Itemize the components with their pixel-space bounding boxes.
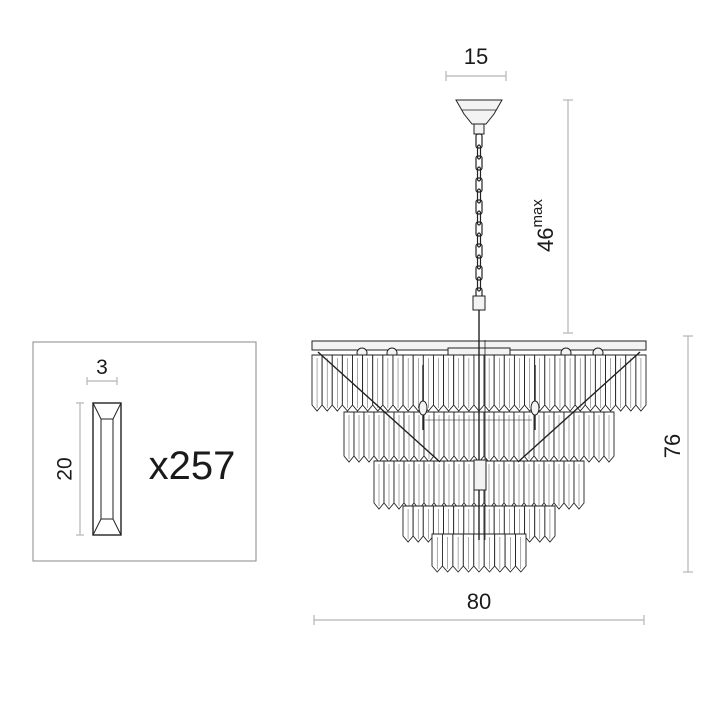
chain-link (476, 144, 482, 160)
rod-icon (472, 295, 486, 340)
inner-frame-icon (317, 340, 641, 540)
chain-link (476, 166, 482, 182)
crystal-tier (402, 505, 556, 543)
canopy-icon (455, 99, 503, 135)
chain-link (476, 188, 482, 204)
chain-link (475, 177, 483, 193)
chain-link (476, 232, 482, 248)
chain-link (475, 133, 483, 149)
total-height-label: 76 (660, 434, 685, 458)
crystal-height-label: 20 (54, 457, 77, 480)
chain-link (475, 265, 483, 281)
crystal-prism-icon (92, 402, 122, 536)
chandelier-drawing (311, 99, 647, 573)
crystal-detail-panel: 3 20 x257 (32, 341, 257, 562)
canopy-width-label: 15 (464, 44, 488, 69)
total-width-dimension: 80 (313, 589, 645, 625)
chain-link (475, 243, 483, 259)
chain-link (476, 210, 482, 226)
chain-link (475, 221, 483, 237)
max-drop-dimension: 46max (529, 99, 573, 334)
total-height-dimension: 76 (660, 335, 693, 573)
max-drop-suffix: max (529, 199, 546, 228)
total-width-label: 80 (467, 589, 491, 614)
crystal-quantity-label: x257 (149, 444, 236, 488)
crystal-tier (373, 460, 585, 510)
crystal-tier (343, 411, 615, 463)
max-drop-value: 46 (533, 228, 558, 252)
crystal-tiers (311, 354, 647, 573)
chain-link (475, 155, 483, 171)
chain-icon (475, 133, 483, 303)
chain-link (475, 199, 483, 215)
chain-link (476, 254, 482, 270)
crystal-width-label: 3 (96, 356, 108, 379)
crystal-detail-frame (32, 341, 257, 562)
canopy-width-dimension: 15 (445, 44, 507, 81)
max-drop-label: 46max (529, 199, 558, 252)
chain-link (476, 276, 482, 292)
crystal-tier (431, 533, 527, 573)
